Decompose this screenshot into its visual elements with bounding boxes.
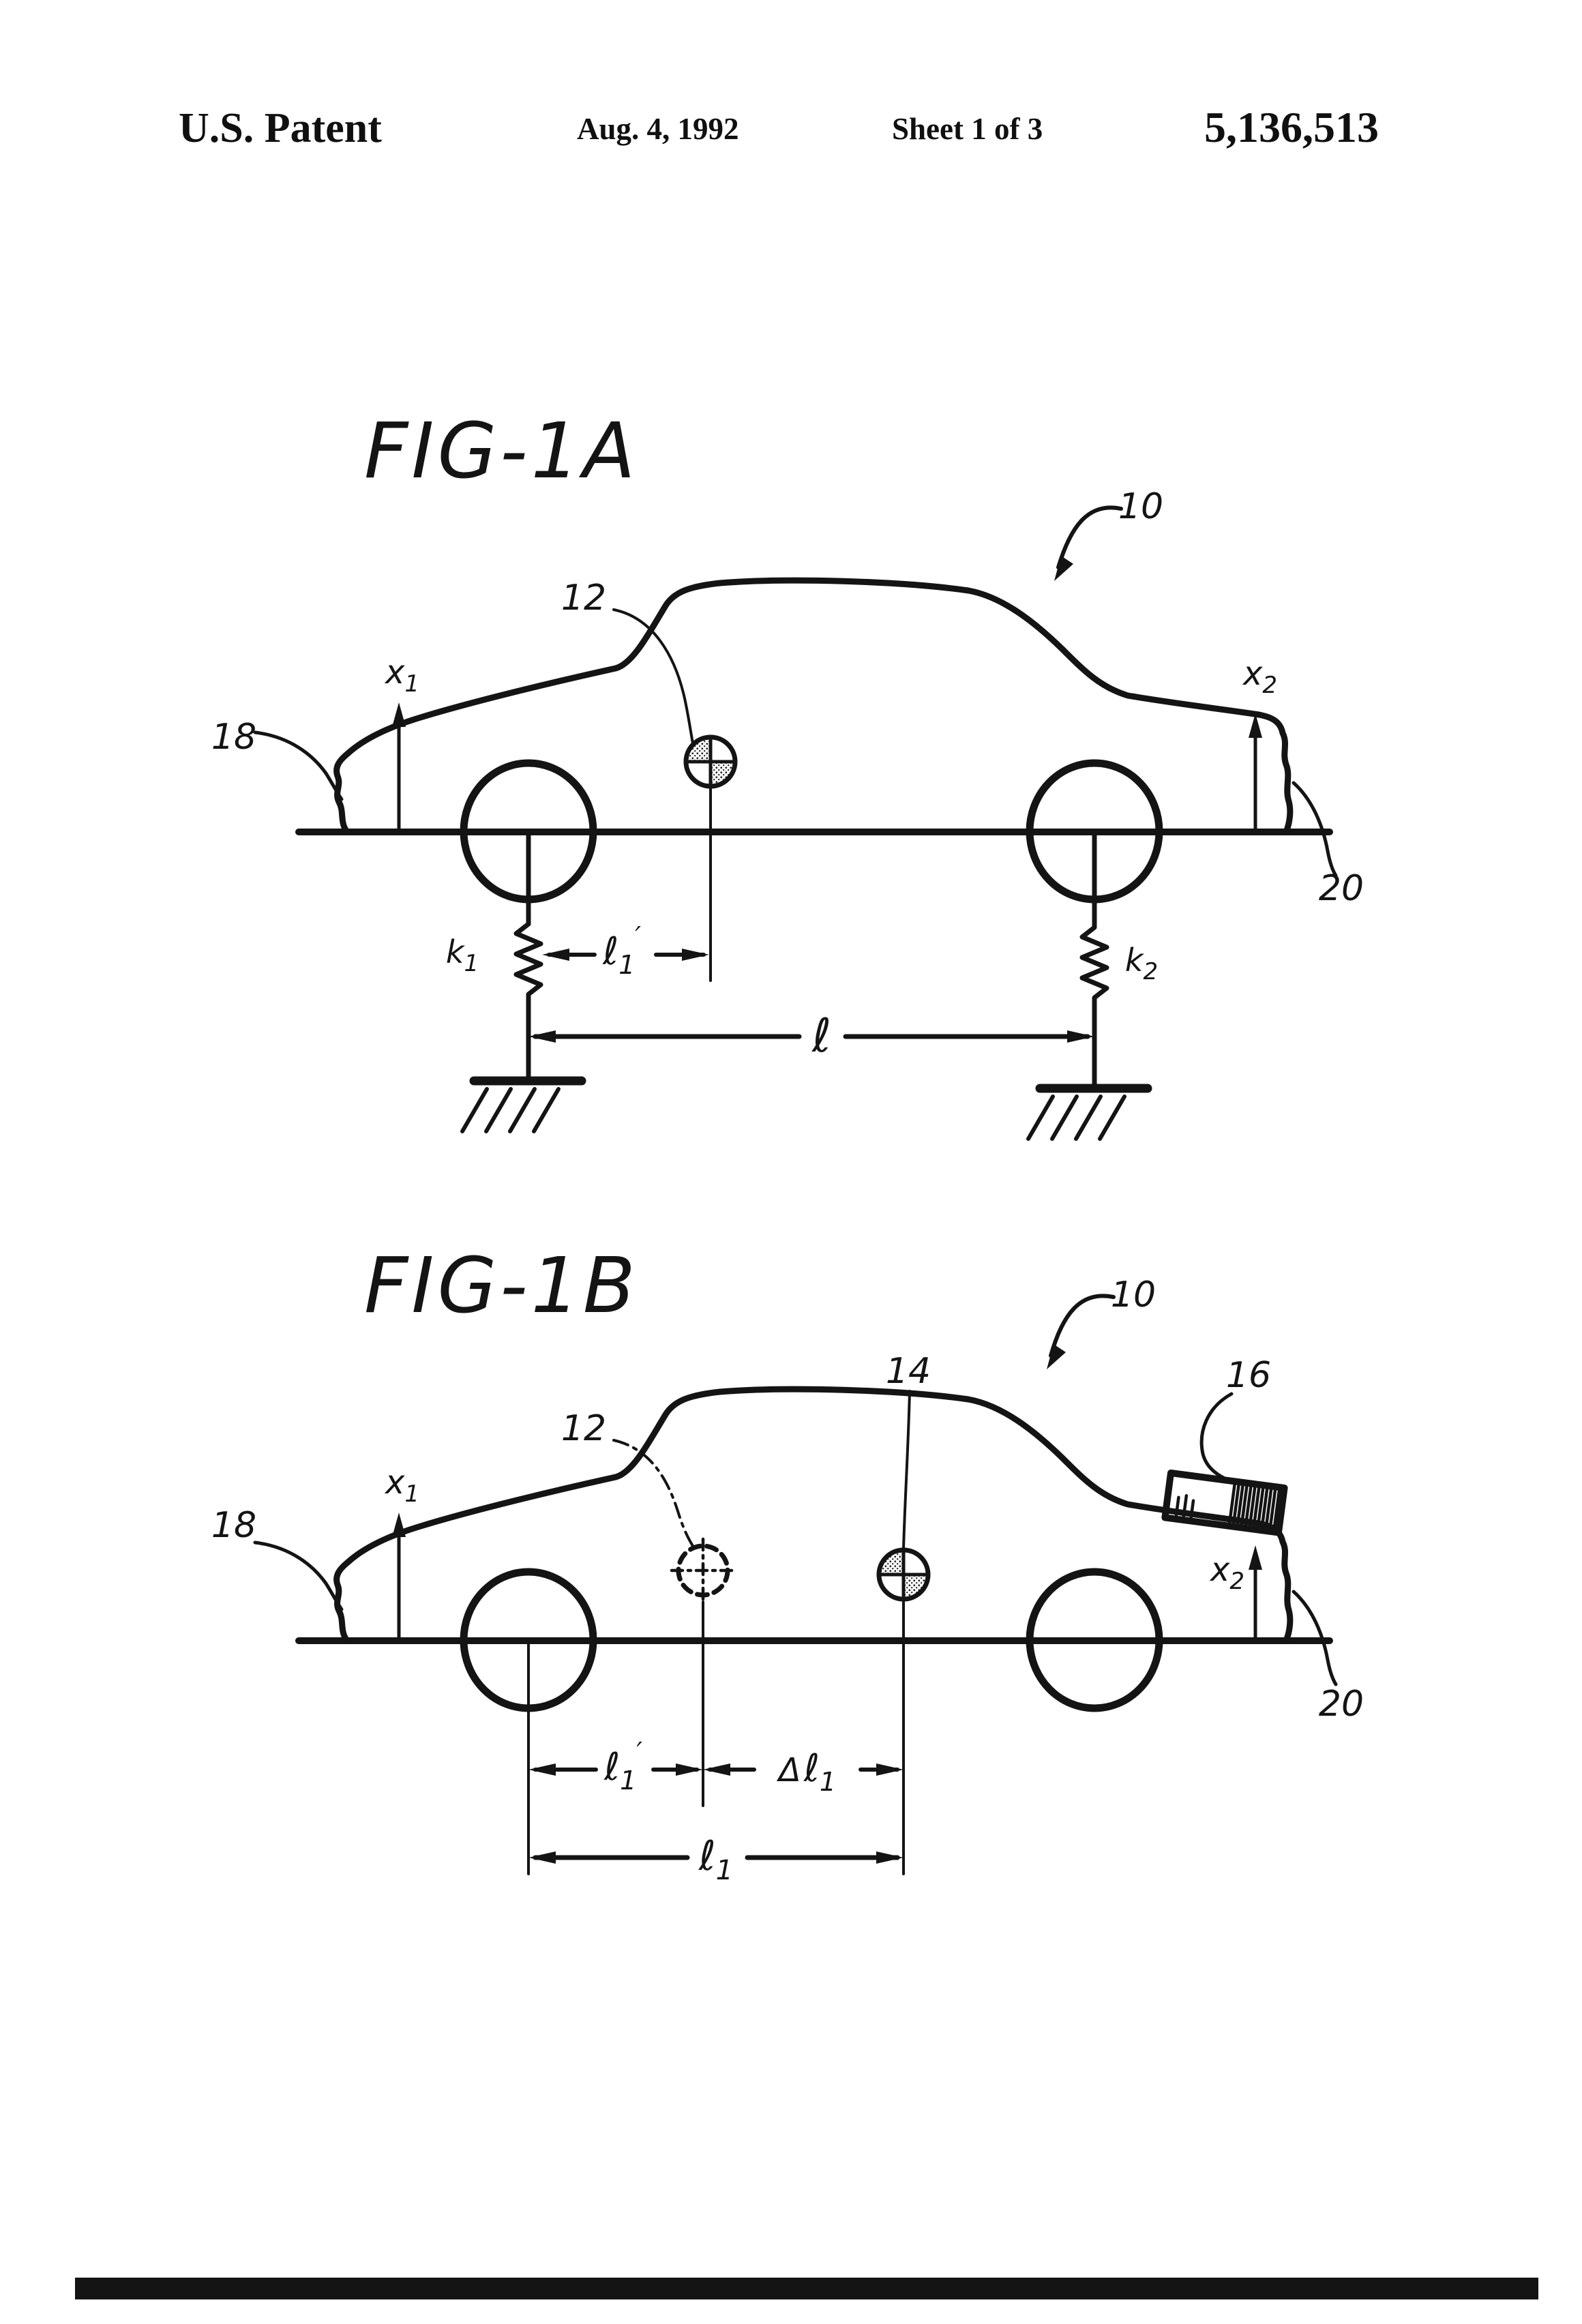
fig1b-added-mass-box [1161,1470,1288,1536]
patent-date: Aug. 4, 1992 [577,112,739,146]
fig1b-x2-arrowhead [1249,1545,1262,1570]
svg-text:ℓ1′: ℓ1′ [603,1737,642,1796]
fig1a-dim-l1-prime: ℓ1′ [542,921,709,980]
svg-text:ℓ1′: ℓ1′ [602,921,641,980]
fig1a-k1-label: k1 [446,934,479,977]
fig1a-ref12-leader [612,608,694,745]
fig1b-ref14-label: 14 [886,1351,931,1392]
fig1a-ref12-label: 12 [561,578,606,619]
fig1b-ref12-label: 12 [561,1408,606,1449]
fig1a-x2-label: x2 [1242,655,1277,699]
fig1b-old-cg-symbol [670,1537,736,1604]
fig1a-car-body [299,580,1330,899]
fig1b-ref18-label: 18 [211,1505,256,1546]
fig1a-ref18-label: 18 [211,717,256,758]
fig1a-ref10-label: 10 [1118,486,1163,527]
fig1b-car-body [299,1389,1330,1708]
fig1a-rear-spring [1079,829,1109,1091]
fig1b-ref10-arrow [1049,1294,1116,1358]
fig1a-x1-arrowhead [392,702,406,727]
fig1b-ref10-label: 10 [1111,1275,1156,1315]
fig1b-dim-l1-prime: ℓ1′ [528,1737,703,1796]
fig1b-ref16-label: 16 [1226,1355,1271,1396]
sheet-number: Sheet 1 of 3 [892,112,1043,146]
fig1b-ref16-leader [1199,1392,1234,1480]
fig1b-title: FIG-1B [364,1242,639,1330]
fig1b-x1-label: x1 [384,1463,419,1508]
fig1a-x1-label: x1 [384,653,419,698]
fig1a-dim-l: ℓ [528,1009,1094,1063]
fig1a-k2-label: k2 [1125,942,1158,985]
header: U.S. Patent Aug. 4, 1992 Sheet 1 of 3 5,… [179,103,1379,151]
bottom-border-rule [75,2278,1538,2299]
fig1b-x1-arrowhead [392,1513,406,1537]
fig1b-ref18-leader [253,1540,344,1611]
fig1b-ref14-leader [902,1390,911,1550]
fig1a-rear-ground-anchor [1026,1084,1152,1141]
svg-text:Δℓ1: Δℓ1 [776,1746,836,1797]
svg-text:ℓ1: ℓ1 [698,1832,733,1886]
fig1b-ref10-arrowhead [1047,1344,1066,1369]
fig1a-ref18-leader [253,730,344,801]
fig-1b: FIG-1B x1 x2 10 12 [211,1242,1364,1886]
fig1b-x2-label: x2 [1209,1551,1244,1595]
patent-title: U.S. Patent [179,105,382,151]
fig-1a: FIG-1A x1 x2 10 12 18 20 k1 k2 [211,407,1364,1141]
svg-text:ℓ: ℓ [811,1009,831,1063]
fig1a-ref10-arrowhead [1054,556,1073,581]
fig1b-dim-delta-l1: Δℓ1 [703,1746,904,1797]
patent-number: 5,136,513 [1204,103,1379,151]
fig1b-dim-l1: ℓ1 [528,1832,904,1886]
fig1a-ref10-arrow [1056,505,1123,569]
fig1a-ref20-label: 20 [1319,868,1364,909]
fig1b-ref20-leader [1292,1590,1338,1686]
fig1a-front-spring [513,829,543,1084]
fig1a-title: FIG-1A [364,407,639,496]
fig1b-new-cg-symbol [879,1550,928,1599]
fig1b-ref20-label: 20 [1319,1684,1364,1725]
fig1a-ref20-leader [1292,781,1338,878]
fig1a-x2-arrowhead [1249,713,1262,738]
fig1a-front-ground-anchor [460,1076,586,1133]
fig1b-ref12-leader [612,1439,696,1549]
